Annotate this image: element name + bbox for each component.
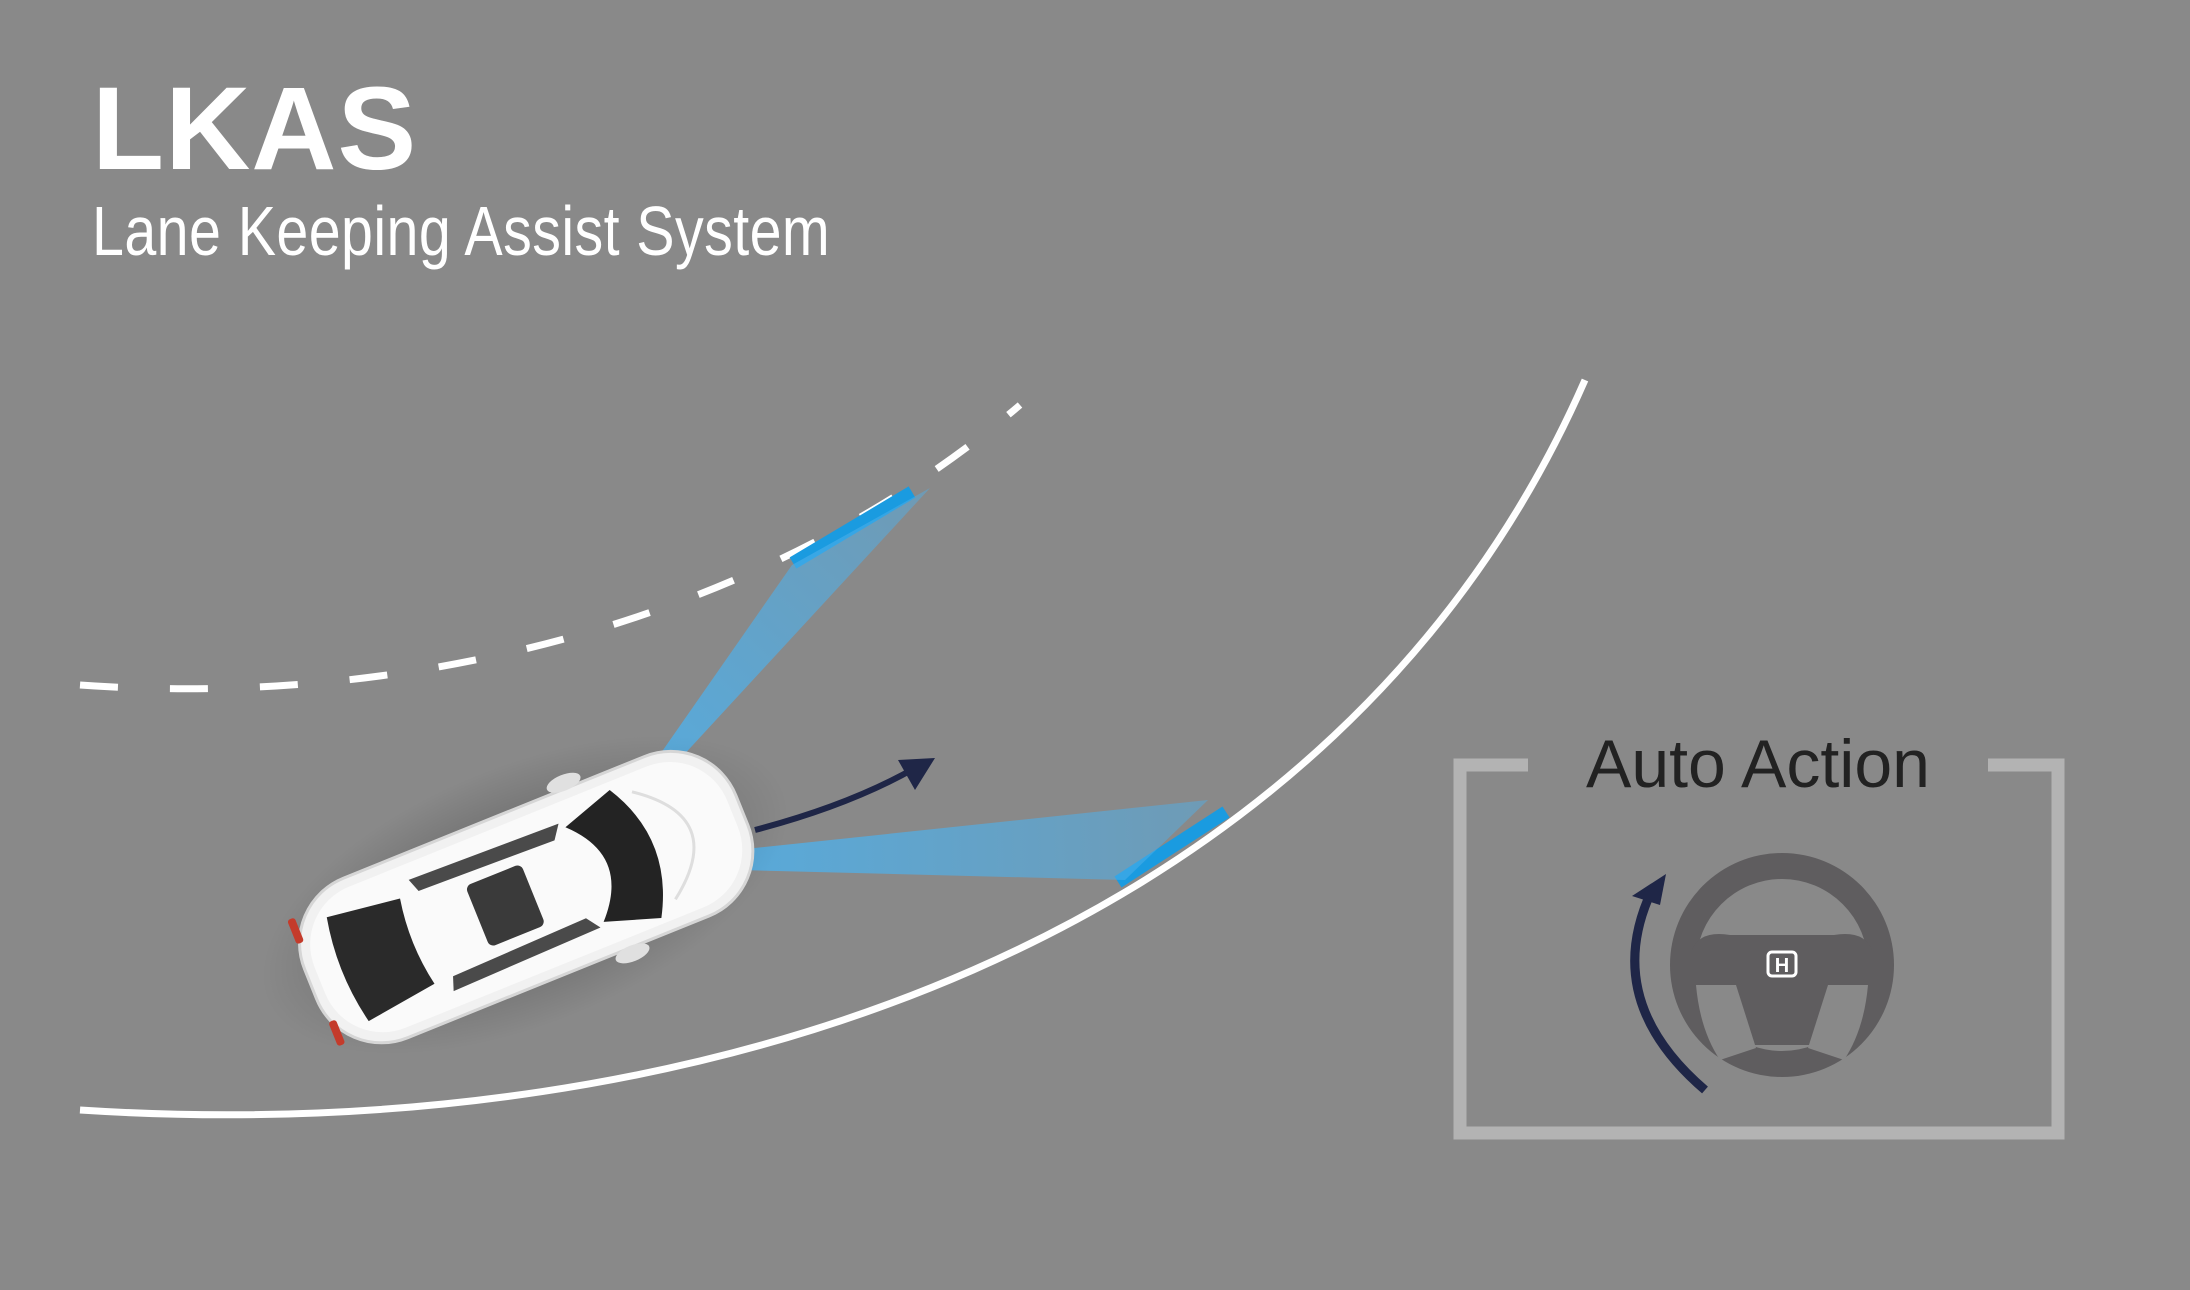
left-lane-line bbox=[80, 405, 1020, 689]
auto-action-label: Auto Action bbox=[1528, 730, 1988, 798]
steering-wheel-icon: H bbox=[1670, 853, 1894, 1077]
rotation-arrowhead bbox=[1632, 874, 1666, 905]
honda-emblem: H bbox=[1775, 955, 1789, 977]
